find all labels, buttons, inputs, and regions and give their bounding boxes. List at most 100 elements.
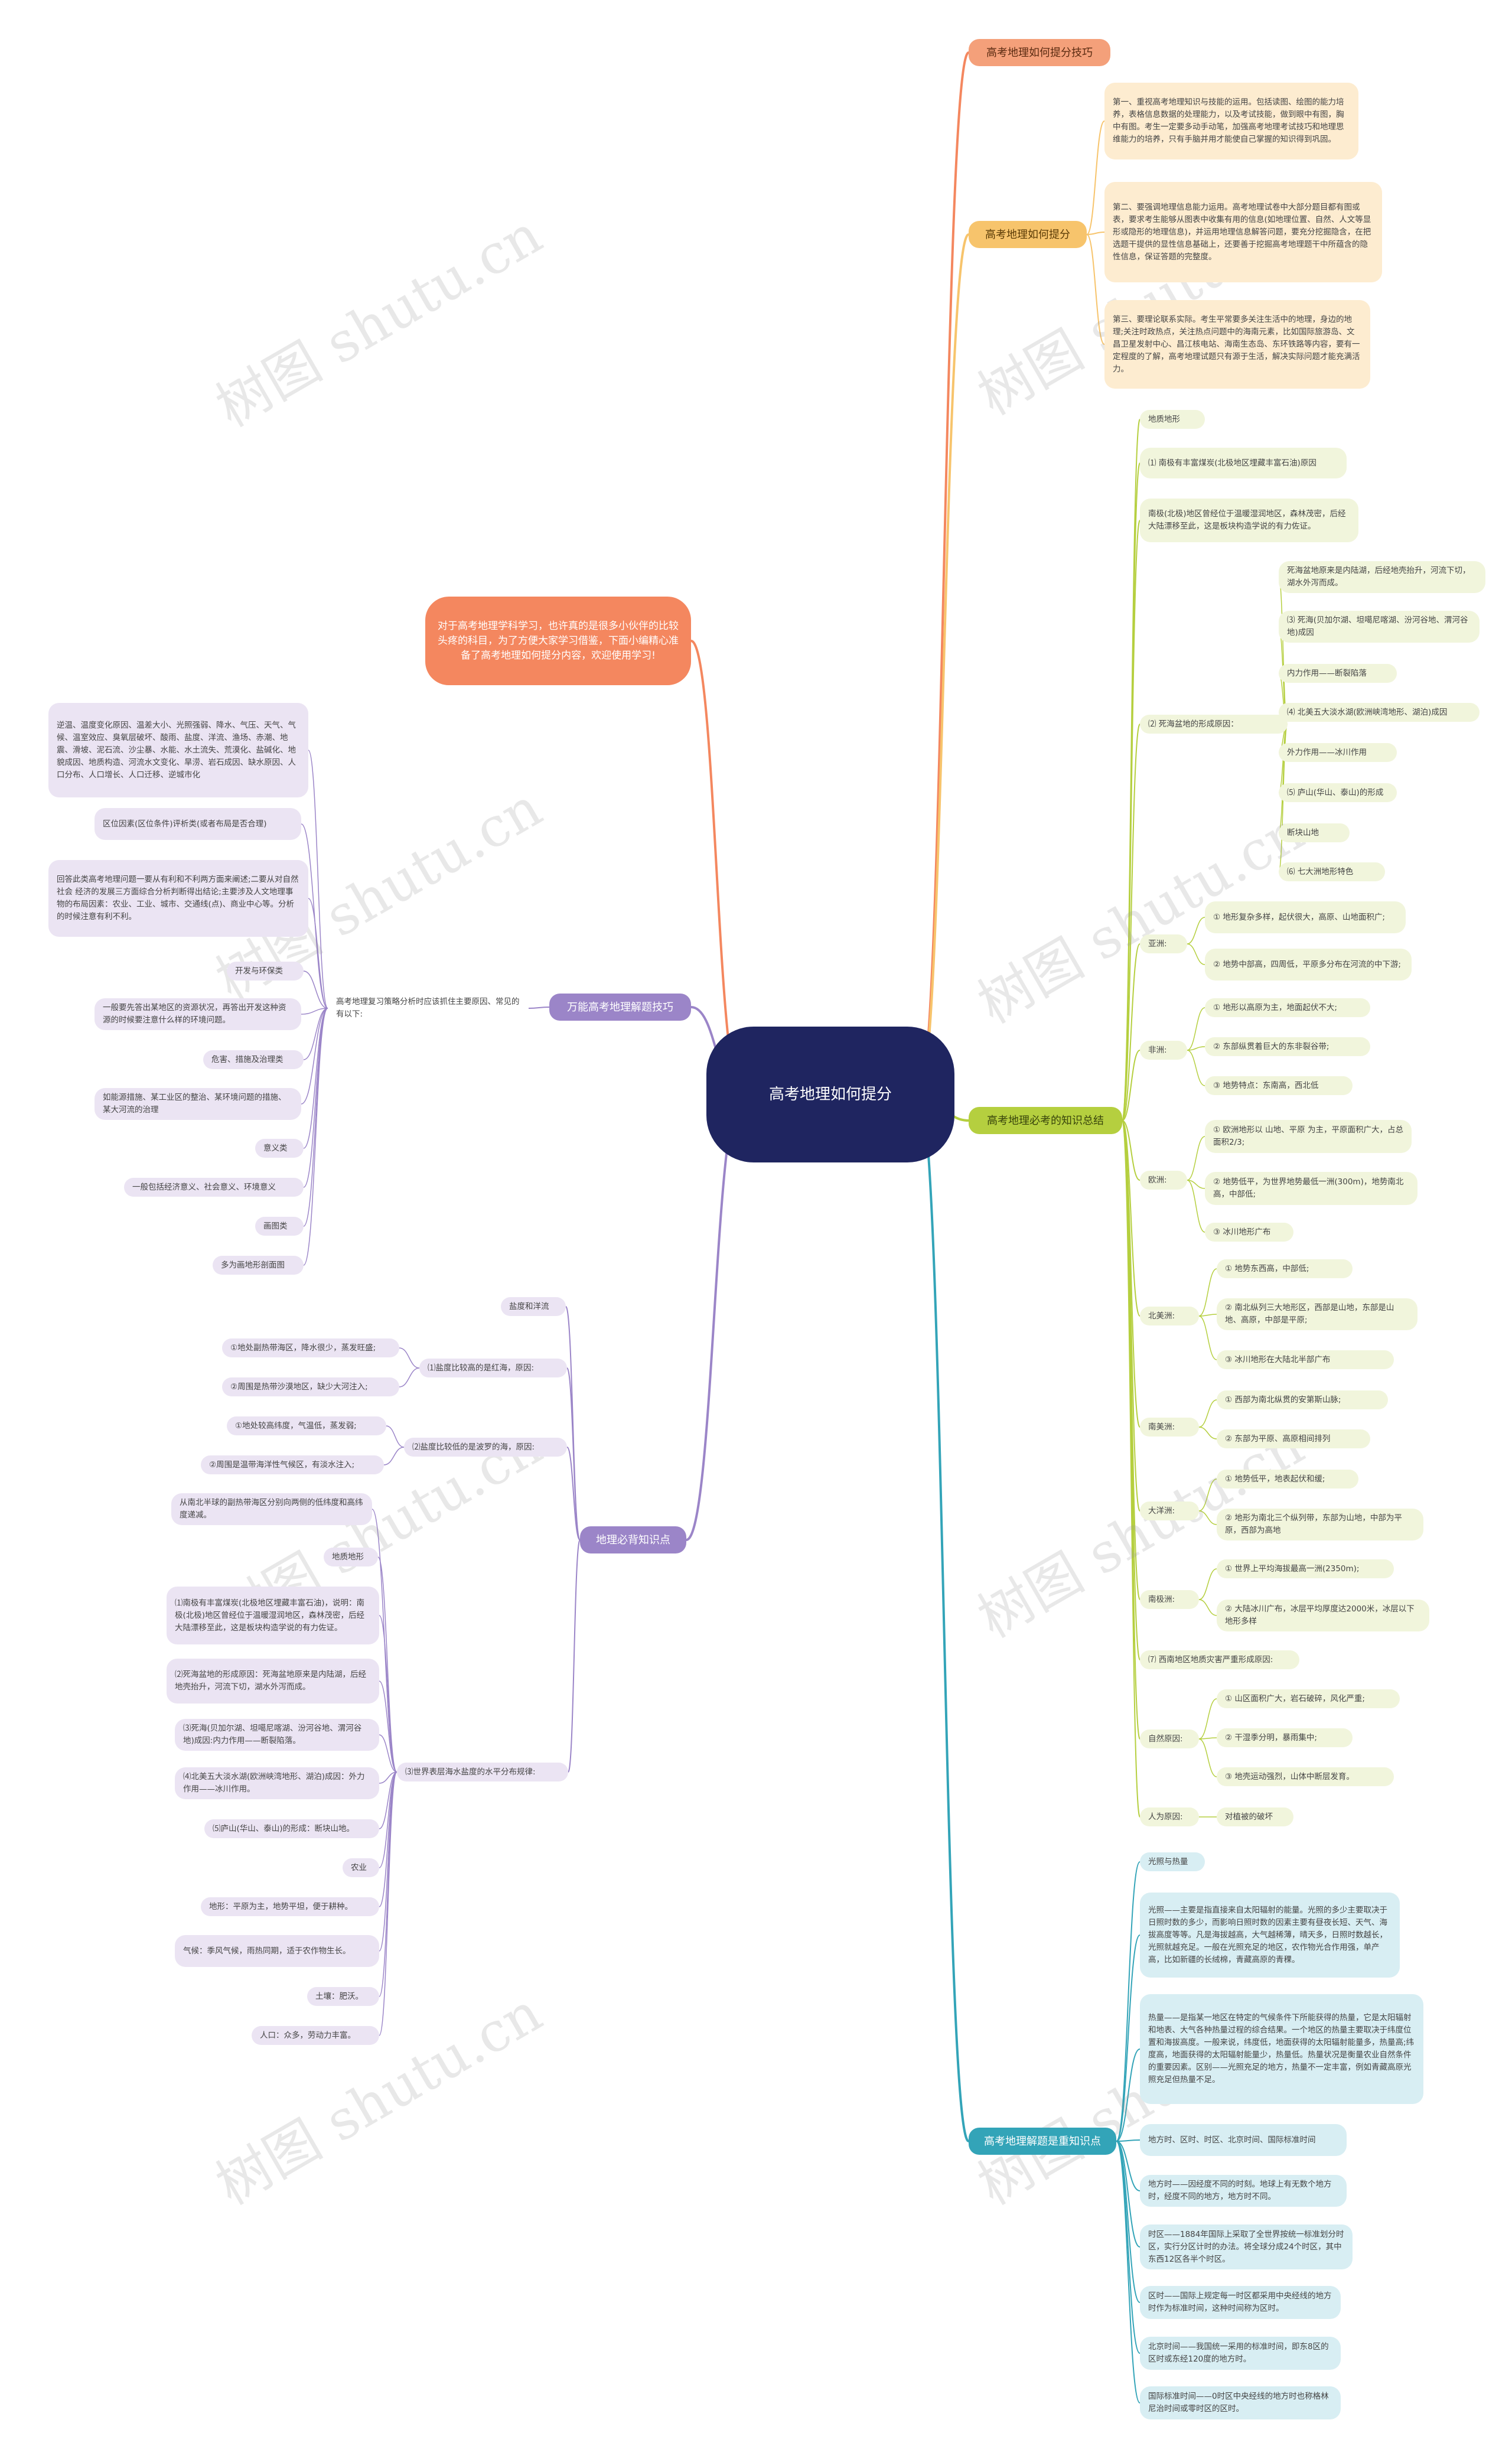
skills-subtitle[interactable]: 高考地理复习策略分析时应该抓住主要原因、常见的有以下: — [336, 997, 520, 1019]
connector — [379, 1771, 397, 1997]
knowledge-item[interactable]: 南极洲: — [1140, 1590, 1199, 1609]
knowledge-item[interactable]: ② 东部纵贯着巨大的东非裂谷带; — [1205, 1037, 1370, 1056]
knowledge-item[interactable]: ③ 冰川地形在大陆北半部广布 — [1217, 1350, 1394, 1369]
must-item[interactable]: ①地处副热带海区，降水很少，蒸发旺盛; — [222, 1338, 399, 1357]
skills-item[interactable]: 一般包括经济意义、社会意义、环境意义 — [124, 1178, 304, 1197]
must-item[interactable]: 地质地形 — [324, 1548, 378, 1566]
improve-item[interactable]: 第二、要强调地理信息能力运用。高考地理试卷中大部分题目都有图或表，要求考生能够从… — [1104, 182, 1382, 282]
improve-item[interactable]: 第一、重视高考地理知识与技能的运用。包括读图、绘图的能力培养，表格信息数据的处理… — [1104, 83, 1358, 159]
branch-skills[interactable]: 万能高考地理解题技巧 — [549, 994, 691, 1021]
knowledge-item[interactable]: 地质地形 — [1140, 410, 1205, 429]
knowledge-item[interactable]: 内力作用——断裂陷落 — [1279, 664, 1397, 683]
knowledge-item[interactable]: ② 南北纵列三大地形区，西部是山地，东部是山地、高原，中部是平原; — [1217, 1298, 1418, 1330]
knowledge-item[interactable]: 自然原因: — [1140, 1730, 1199, 1748]
skills-item[interactable]: 危害、措施及治理类 — [203, 1050, 304, 1069]
knowledge-item[interactable]: 北美洲: — [1140, 1307, 1199, 1325]
knowledge-item[interactable]: ② 东部为平原、高原相间排列 — [1217, 1429, 1370, 1448]
knowledge-item[interactable]: ③ 地势特点：东南高，西北低 — [1205, 1076, 1353, 1095]
knowledge-item[interactable]: 南美洲: — [1140, 1418, 1199, 1437]
knowledge-item[interactable]: ⑺ 西南地区地质灾害严重形成原因: — [1140, 1650, 1299, 1669]
points-item[interactable]: 光照——主要是指直接来自太阳辐射的能量。光照的多少主要取决于日照时数的多少，而影… — [1140, 1893, 1400, 1978]
must-item[interactable]: 气候：季风气候，雨热同期，适于农作物生长。 — [175, 1935, 379, 1967]
must-item[interactable]: ⑵盐度比较低的是波罗的海，原因: — [404, 1438, 567, 1457]
must-item[interactable]: ②周围是温带海洋性气候区，有淡水注入; — [201, 1455, 384, 1474]
knowledge-item[interactable]: ② 干湿季分明，暴雨集中; — [1217, 1728, 1353, 1747]
branch-must[interactable]: 地理必背知识点 — [580, 1526, 686, 1553]
improve-item[interactable]: 第三、要理论联系实际。考生平常要多关注生活中的地理，身边的地理;关注时政热点，关… — [1104, 300, 1370, 389]
intro-bubble[interactable]: 对于高考地理学科学习，也许真的是很多小伙伴的比较头疼的科目，为了方便大家学习借鉴… — [425, 597, 691, 685]
points-item[interactable]: 时区——1884年国际上采取了全世界按统一标准划分时区，实行分区计时的办法。将全… — [1140, 2224, 1353, 2269]
knowledge-item[interactable]: ⑴ 南极有丰富煤炭(北极地区埋藏丰富石油)原因 — [1140, 448, 1347, 478]
branch-knowledge[interactable]: 高考地理必考的知识总结 — [969, 1107, 1122, 1134]
must-item[interactable]: 人口：众多，劳动力丰富。 — [252, 2026, 379, 2045]
skills-item[interactable]: 回答此类高考地理问题一要从有利和不利两方面来阐述;二要从对自然 社会 经济的发展… — [48, 860, 308, 937]
knowledge-item[interactable]: ⑹ 七大洲地形特色 — [1279, 862, 1385, 881]
points-item[interactable]: 地方时——因经度不同的时刻。地球上有无数个地方时，经度不同的地方，地方时不同。 — [1140, 2175, 1347, 2207]
skills-item[interactable]: 逆温、温度变化原因、温差大小、光照强弱、降水、气压、天气、气候、温室效应、臭氧层… — [48, 703, 308, 797]
knowledge-item[interactable]: ⑸ 庐山(华山、泰山)的形成 — [1279, 783, 1397, 802]
must-item[interactable]: 从南北半球的副热带海区分别向两侧的低纬度和高纬度递减。 — [171, 1493, 372, 1525]
must-item[interactable]: ⑶世界表层海水盐度的水平分布规律: — [397, 1763, 568, 1781]
points-item[interactable]: 区时——国际上规定每一时区都采用中央经线的地方时作为标准时间，这种时间称为区时。 — [1140, 2286, 1341, 2319]
branch-tips[interactable]: 高考地理如何提分技巧 — [969, 39, 1110, 66]
connector — [308, 750, 328, 1009]
knowledge-item[interactable]: 大洋洲: — [1140, 1502, 1199, 1520]
points-item[interactable]: 国际标准时间——0时区中央经线的地方时也称格林尼治时间或零时区的区时。 — [1140, 2386, 1341, 2419]
knowledge-item[interactable]: ① 地形复杂多样，起伏很大，高原、山地面积广; — [1205, 901, 1406, 933]
connector — [1086, 120, 1105, 235]
knowledge-item[interactable]: ② 地形为南北三个纵列带，东部为山地，中部为平原，西部为高地 — [1217, 1509, 1423, 1540]
must-item[interactable]: 土壤：肥沃。 — [307, 1987, 379, 2006]
knowledge-item[interactable]: 欧洲: — [1140, 1171, 1187, 1190]
knowledge-item[interactable]: ① 西部为南北纵贯的安第斯山脉; — [1217, 1390, 1388, 1409]
must-item[interactable]: ⑵死海盆地的形成原因：死海盆地原来是内陆湖，后经地壳抬升，河流下切，湖水外泻而成… — [167, 1659, 379, 1704]
knowledge-item[interactable]: ① 欧洲地形以 山地、平原 为主，平原面积广大，占总面积2/3; — [1205, 1120, 1412, 1153]
must-item[interactable]: ⑶死海(贝加尔湖、坦噶尼喀湖、汾河谷地、渭河谷地)成因:内力作用——断裂陷落。 — [175, 1719, 379, 1751]
knowledge-item[interactable]: 亚洲: — [1140, 934, 1187, 953]
skills-item[interactable]: 多为画地形剖面图 — [213, 1256, 304, 1275]
points-item[interactable]: 北京时间——我国统一采用的标准时间，即东8区的区时或东经120度的地方时。 — [1140, 2337, 1341, 2370]
must-item[interactable]: ⑸庐山(华山、泰山)的形成：断块山地。 — [204, 1819, 379, 1838]
must-item[interactable]: ⑷北美五大淡水湖(欧洲峡湾地形、湖泊)成因：外力作用——冰川作用。 — [175, 1767, 379, 1799]
knowledge-item[interactable]: ③ 冰川地形广布 — [1205, 1223, 1293, 1242]
root-topic[interactable]: 高考地理如何提分 — [706, 1027, 954, 1162]
points-item[interactable]: 光照与热量 — [1140, 1852, 1205, 1871]
knowledge-item[interactable]: ① 地势低平，地表起伏和缓; — [1217, 1470, 1358, 1489]
connector — [1198, 1698, 1217, 1740]
branch-improve[interactable]: 高考地理如何提分 — [969, 221, 1087, 248]
skills-item[interactable]: 开发与环保类 — [227, 962, 304, 981]
knowledge-item[interactable]: ① 地势东西高，中部低; — [1217, 1259, 1353, 1278]
must-item[interactable]: ①地处较高纬度，气温低，蒸发弱; — [227, 1416, 386, 1435]
knowledge-item[interactable]: ① 世界上平均海拔最高一洲(2350m); — [1217, 1559, 1394, 1578]
knowledge-item[interactable]: 对植被的破坏 — [1217, 1807, 1293, 1826]
knowledge-item[interactable]: 断块山地 — [1279, 823, 1350, 842]
skills-item[interactable]: 如能源措施、某工业区的整治、某环境问题的措施、某大河流的治理 — [94, 1088, 301, 1120]
points-item[interactable]: 地方时、区时、时区、北京时间、国际标准时间 — [1140, 2124, 1347, 2156]
knowledge-item[interactable]: ⑷ 北美五大淡水湖(欧洲峡湾地形、湖泊)成因 — [1279, 703, 1480, 722]
knowledge-item[interactable]: ⑶ 死海(贝加尔湖、坦噶尼喀湖、汾河谷地、渭河谷地)成因 — [1279, 611, 1480, 643]
knowledge-item[interactable]: ② 地势中部高，四周低，平原多分布在河流的中下游; — [1205, 949, 1412, 981]
must-item[interactable]: 盐度和洋流 — [501, 1297, 566, 1316]
skills-item[interactable]: 画图类 — [255, 1217, 304, 1236]
knowledge-item[interactable]: 外力作用——冰川作用 — [1279, 743, 1397, 762]
skills-item[interactable]: 区位因素(区位条件)评析类(或者布局是否合理) — [94, 808, 301, 840]
connector — [1187, 1180, 1205, 1233]
must-item[interactable]: ⑴盐度比较高的是红海，原因: — [419, 1359, 567, 1377]
skills-item[interactable]: 意义类 — [255, 1139, 304, 1158]
knowledge-item[interactable]: 非洲: — [1140, 1041, 1187, 1060]
must-item[interactable]: 地形：平原为主，地势平坦，便于耕种。 — [201, 1897, 379, 1916]
skills-item[interactable]: 一般要先答出某地区的资源状况，再答出开发这种资源的时候要注意什么样的环境问题。 — [94, 998, 301, 1030]
knowledge-item[interactable]: ⑵ 死海盆地的形成原因： — [1140, 715, 1288, 734]
knowledge-item[interactable]: ③ 地壳运动强烈，山体中断层发育。 — [1217, 1767, 1394, 1786]
must-item[interactable]: ⑴南极有丰富煤炭(北极地区埋藏丰富石油)，说明：南极(北极)地区曾经位于温暖湿润… — [167, 1587, 379, 1644]
branch-points[interactable]: 高考地理解题是重知识点 — [969, 2128, 1116, 2155]
knowledge-item[interactable]: 南极(北极)地区曾经位于温暖湿润地区，森林茂密，后经大陆漂移至此，这是板块构造学… — [1140, 499, 1358, 542]
points-item[interactable]: 热量——是指某一地区在特定的气候条件下所能获得的热量，它是太阳辐射和地表、大气各… — [1140, 1994, 1423, 2104]
knowledge-item[interactable]: 人为原因: — [1140, 1807, 1199, 1826]
knowledge-item[interactable]: 死海盆地原来是内陆湖，后经地壳抬升，河流下切，湖水外泻而成。 — [1279, 561, 1485, 593]
knowledge-item[interactable]: ② 大陆冰川广布，冰层平均厚度达2000米，冰层以下地形多样 — [1217, 1600, 1429, 1631]
knowledge-item[interactable]: ① 山区面积广大，岩石破碎，风化严重; — [1217, 1689, 1400, 1708]
must-item[interactable]: 农业 — [343, 1858, 379, 1877]
knowledge-item[interactable]: ① 地形以高原为主，地面起伏不大; — [1205, 998, 1370, 1017]
must-item[interactable]: ②周围是热带沙漠地区，缺少大河注入; — [222, 1377, 399, 1396]
knowledge-item[interactable]: ② 地势低平，为世界地势最低一洲(300m)，地势南北高，中部低; — [1205, 1172, 1418, 1205]
